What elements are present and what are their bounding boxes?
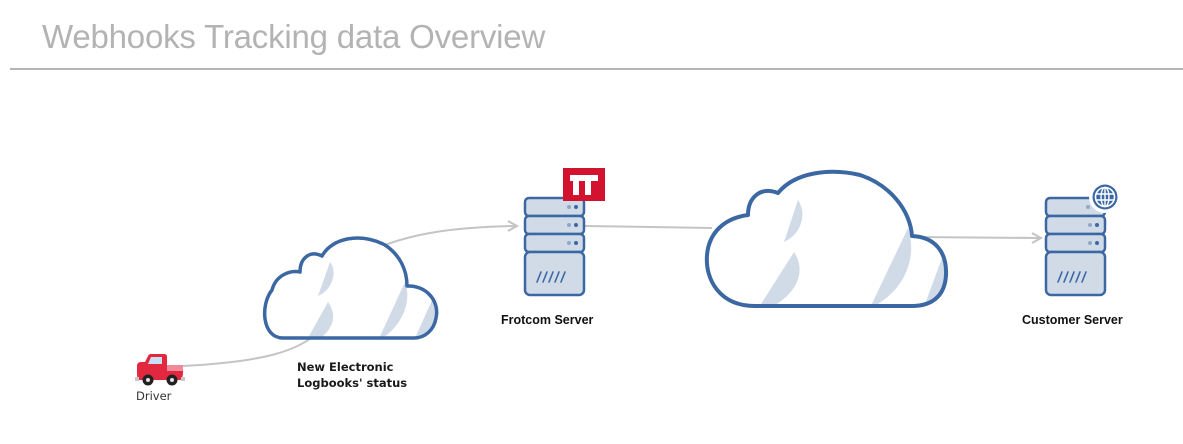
driver-label: Driver [136, 389, 172, 403]
connector-frotcom-to-customer [584, 225, 1044, 244]
frotcom-server-label: Frotcom Server [501, 313, 594, 327]
frotcom-server-icon [523, 196, 586, 297]
customer-server-icon [1044, 196, 1107, 297]
globe-icon [1089, 181, 1121, 213]
elb-label-line1: New Electronic [297, 360, 394, 374]
internet-cloud-icon [704, 169, 949, 308]
elb-label-line2: Logbooks' status [297, 376, 408, 390]
frotcom-logo-icon [563, 168, 605, 201]
elb-cloud-icon [262, 236, 439, 340]
arrowhead-icon [507, 220, 520, 232]
customer-server-label: Customer Server [1022, 313, 1123, 327]
page-title: Webhooks Tracking data Overview [42, 18, 546, 55]
pickup-truck-icon [135, 354, 185, 386]
title-divider [10, 68, 1183, 70]
arrowhead-icon [1031, 232, 1044, 244]
